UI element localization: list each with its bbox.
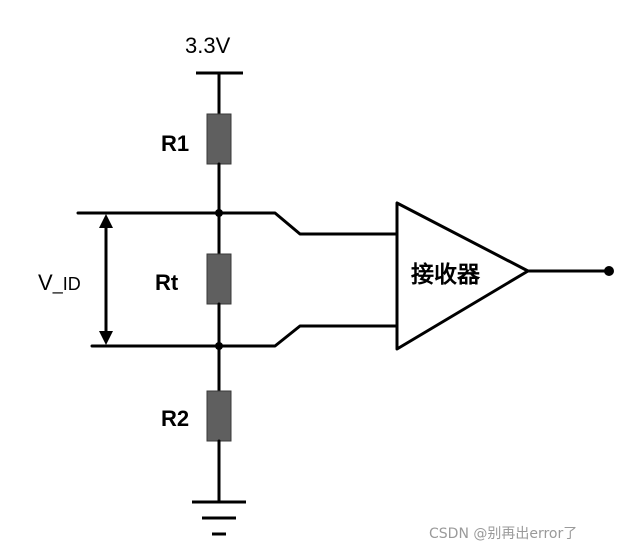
voltage-arrow-head-down	[99, 331, 113, 345]
bottom-signal-line	[90, 324, 398, 348]
junction-node-bottom	[215, 342, 223, 350]
differential-voltage-arrow	[99, 214, 113, 345]
resistor-rt	[206, 253, 232, 305]
junction-node-top	[215, 209, 223, 217]
differential-voltage-label: V_ID	[38, 270, 81, 295]
resistor-r2	[206, 390, 232, 442]
voltage-arrow-head-up	[99, 214, 113, 228]
voltage-label-main: V	[38, 270, 53, 295]
watermark-text: CSDN @别再出error了	[429, 526, 577, 542]
supply-voltage-label: 3.3V	[185, 33, 231, 58]
resistor-r1	[206, 113, 232, 165]
ground-symbol	[192, 500, 246, 536]
resistor-r2-label: R2	[161, 406, 189, 431]
output-terminal	[604, 266, 614, 276]
resistor-rt-label: Rt	[155, 270, 179, 295]
resistor-r1-label: R1	[161, 131, 189, 156]
receiver-amplifier	[395, 201, 530, 351]
power-supply-symbol	[196, 71, 243, 116]
top-signal-line	[76, 211, 398, 236]
receiver-label: 接收器	[411, 261, 481, 288]
voltage-label-sub: _ID	[52, 274, 81, 295]
